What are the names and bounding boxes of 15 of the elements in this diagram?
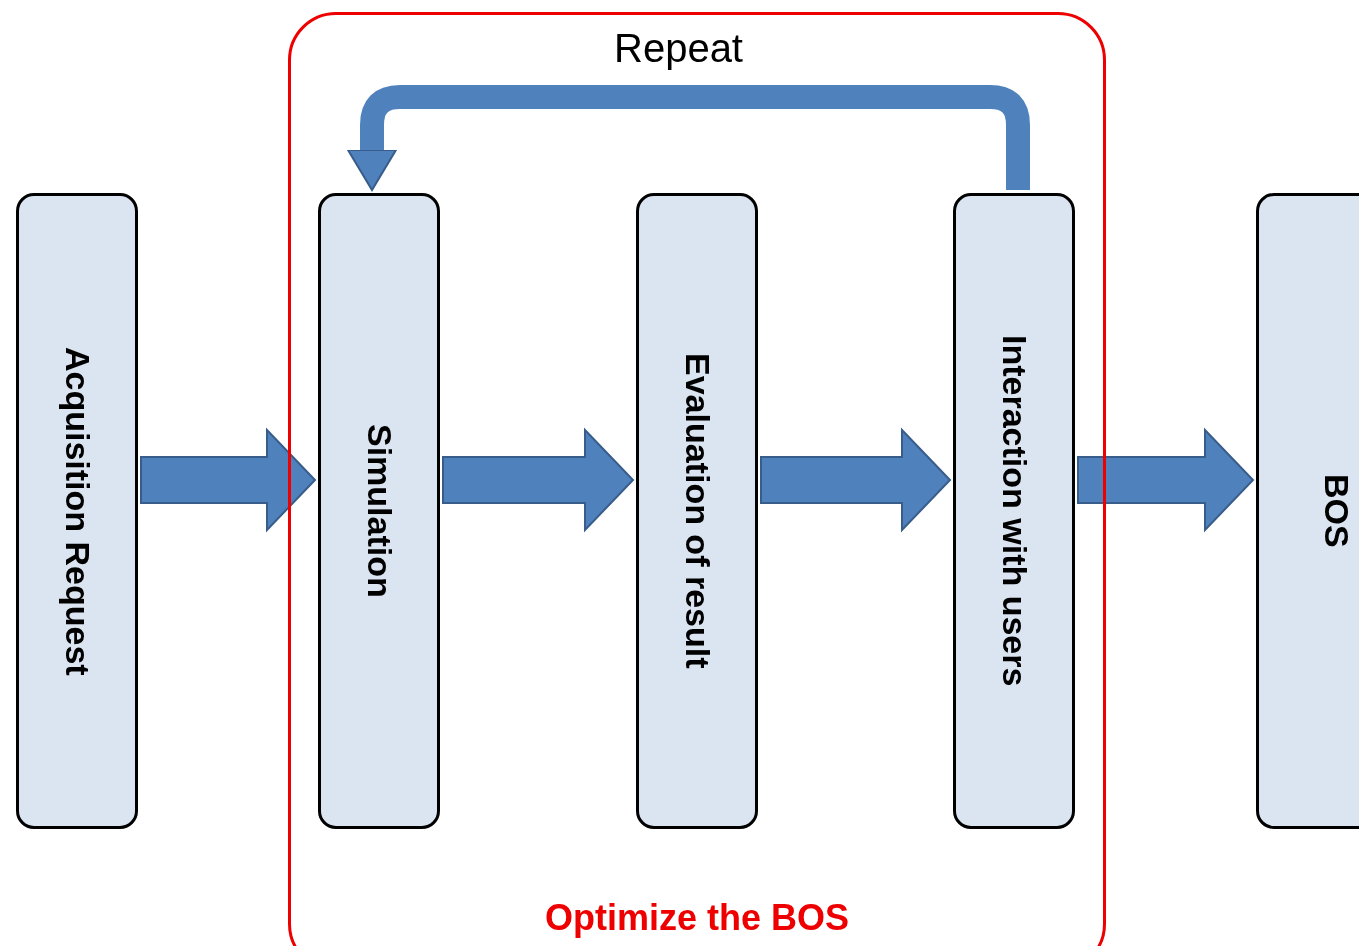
- step-label: BOS: [1316, 474, 1356, 548]
- process-box: [953, 193, 1075, 829]
- step-label: Simulation: [359, 424, 399, 598]
- group-frame: [288, 12, 1106, 946]
- arrow: [140, 427, 317, 533]
- arrow: [760, 427, 952, 533]
- process-box: [636, 193, 758, 829]
- step-label: Acquisition Request: [57, 346, 97, 676]
- step-label: Evaluation of result: [677, 353, 717, 669]
- step-label: Interaction with users: [994, 335, 1034, 687]
- process-box: [318, 193, 440, 829]
- arrow: [442, 427, 635, 533]
- process-box: [16, 193, 138, 829]
- group-label: Optimize the BOS: [544, 897, 850, 939]
- arrow: [1077, 427, 1255, 533]
